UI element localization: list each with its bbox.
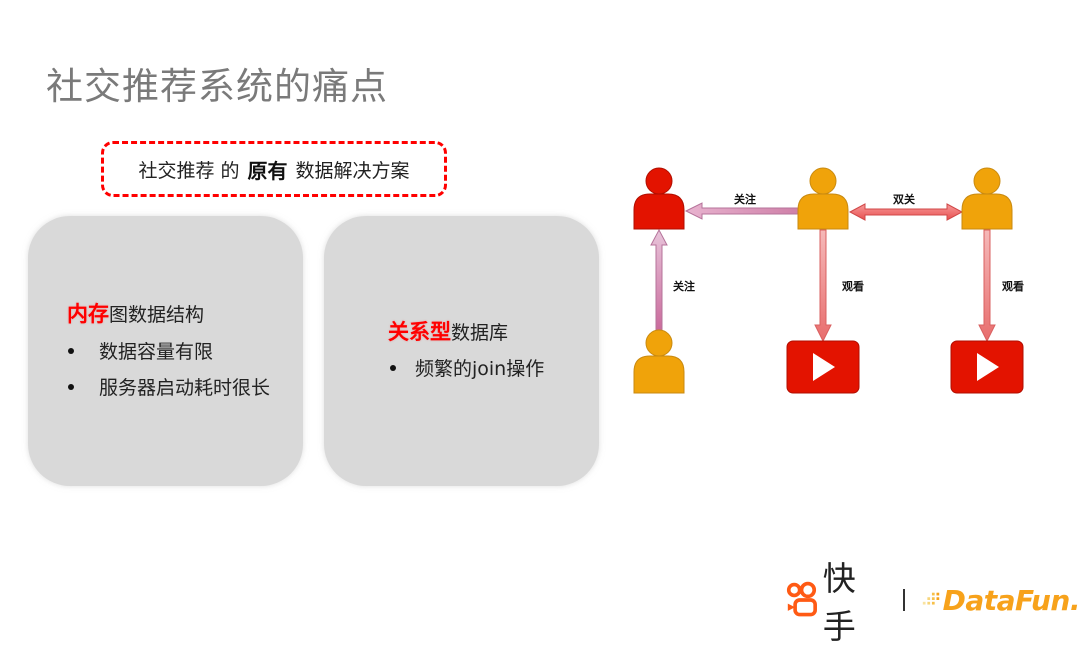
kuaishou-logo-icon xyxy=(786,581,817,617)
edge-label-mutual: 双关 xyxy=(893,193,915,206)
bullet-item: 服务器启动耗时很长 xyxy=(68,373,270,400)
bullet-item: 数据容量有限 xyxy=(68,337,213,364)
card-heading: 内存图数据结构 xyxy=(67,298,204,328)
footer-logos: 快手 DataFun. xyxy=(786,552,1080,648)
target-user-icon xyxy=(633,167,685,230)
user-icon-center xyxy=(797,167,849,230)
datafun-logo-text: DataFun. xyxy=(942,583,1080,617)
bullet-dot-icon xyxy=(390,364,396,371)
callout-suffix: 数据解决方案 xyxy=(295,159,410,182)
kuaishou-logo-text: 快手 xyxy=(822,559,857,646)
logo-separator xyxy=(902,589,905,611)
card-heading-highlight: 内存 xyxy=(67,302,109,326)
bullet-dot-icon xyxy=(68,383,74,390)
card-heading-highlight: 关系型 xyxy=(388,320,451,344)
card-heading-rest: 数据库 xyxy=(451,322,509,344)
callout-box: 社交推荐 的 原有 数据解决方案 xyxy=(101,141,447,197)
user-icon-bottom xyxy=(633,329,685,394)
edge-label-follow-vertical: 关注 xyxy=(673,280,695,293)
card-heading: 关系型数据库 xyxy=(388,316,508,346)
watch-arrow-right xyxy=(978,229,996,343)
edge-label-watch-right: 观看 xyxy=(1002,280,1024,293)
user-icon-right xyxy=(961,167,1013,230)
datafun-dots-icon xyxy=(922,592,939,605)
card-heading-rest: 图数据结构 xyxy=(109,304,205,326)
edge-label-watch-center: 观看 xyxy=(842,280,864,293)
card-relational-db: 关系型数据库 频繁的join操作 xyxy=(324,216,599,486)
slide-title: 社交推荐系统的痛点 xyxy=(46,65,388,108)
bullet-dot-icon xyxy=(68,347,74,354)
bullet-text: 数据容量有限 xyxy=(99,341,214,363)
edge-label-follow: 关注 xyxy=(734,193,756,206)
bullet-item: 频繁的join操作 xyxy=(390,354,544,381)
video-play-icon-right xyxy=(950,340,1024,394)
video-play-icon-center xyxy=(786,340,860,394)
bullet-text: 频繁的join操作 xyxy=(415,358,545,380)
callout-emphasis: 原有 xyxy=(247,158,288,183)
callout-prefix: 社交推荐 的 xyxy=(138,159,240,182)
watch-arrow-center xyxy=(814,229,832,343)
follow-arrow-vertical xyxy=(650,228,668,334)
social-graph-diagram xyxy=(633,167,1024,394)
card-in-memory-graph: 内存图数据结构 数据容量有限 服务器启动耗时很长 xyxy=(28,216,303,486)
bullet-text: 服务器启动耗时很长 xyxy=(99,377,271,399)
